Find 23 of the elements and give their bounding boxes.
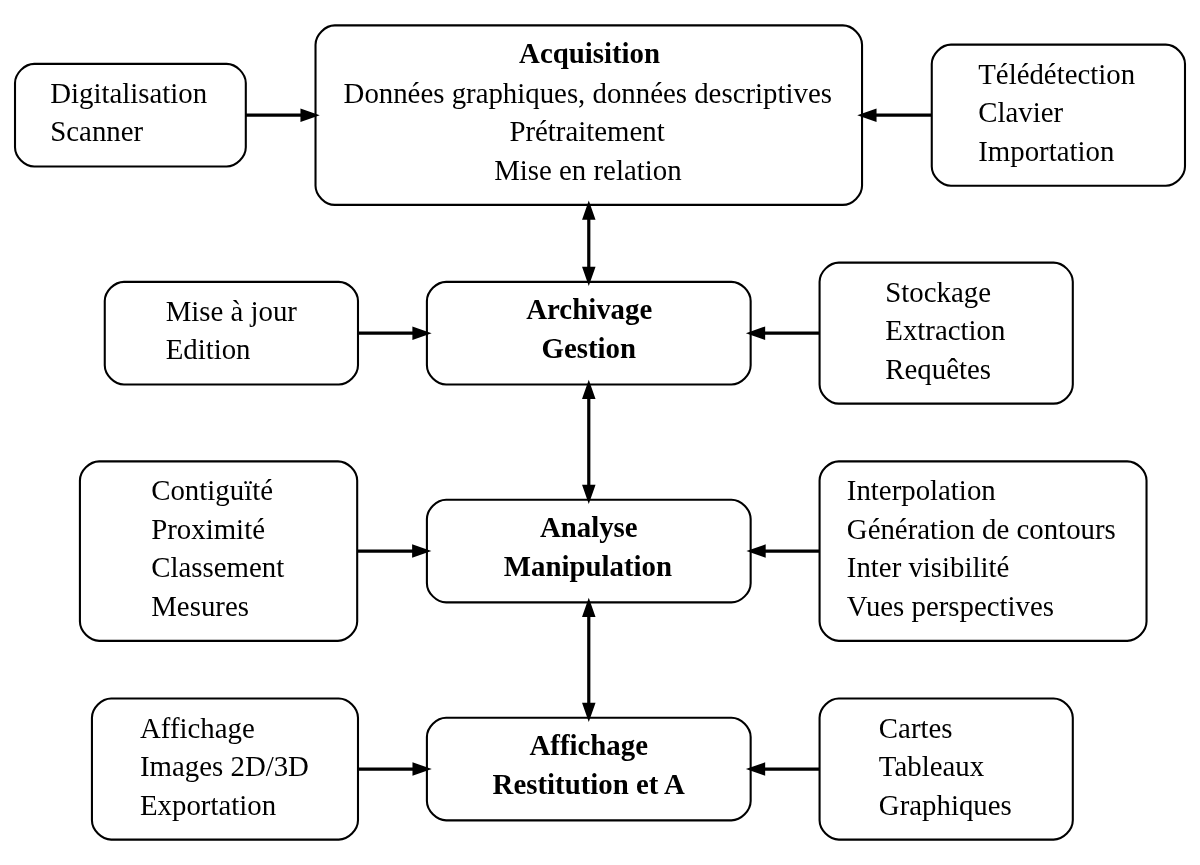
arrow [245,108,320,122]
node-box: Interpolation Génération de contours Inter visibilité Vues perspectives [818,460,1148,642]
node-box: Mise à jour Edition [103,280,360,386]
node-box: Affichage Images 2D/3D Exportation [90,697,360,841]
node-box: Analyse Manipulation [425,498,752,604]
node-box: Télédétection Clavier Importation [930,43,1187,187]
arrow [857,108,932,122]
node-box: Contiguïté Proximité Classement Mesures [78,460,359,642]
node-box: Affichage Restitution et A [425,716,752,822]
arrow [745,326,820,340]
arrow [746,544,820,558]
node-box: Digitalisation Scanner [13,62,247,168]
arrow [745,762,820,776]
arrow [582,597,596,723]
arrow [358,762,432,776]
arrow [582,200,596,287]
arrow [582,379,596,505]
arrow [358,326,432,340]
arrow [357,544,432,558]
node-box: Acquisition Données graphiques, données descriptives Prétraitement Mise en relation [314,24,864,206]
node-box: Cartes Tableaux Graphiques [818,697,1074,841]
node-box: Stockage Extraction Requêtes [818,261,1074,405]
node-box: Archivage Gestion [425,280,752,386]
